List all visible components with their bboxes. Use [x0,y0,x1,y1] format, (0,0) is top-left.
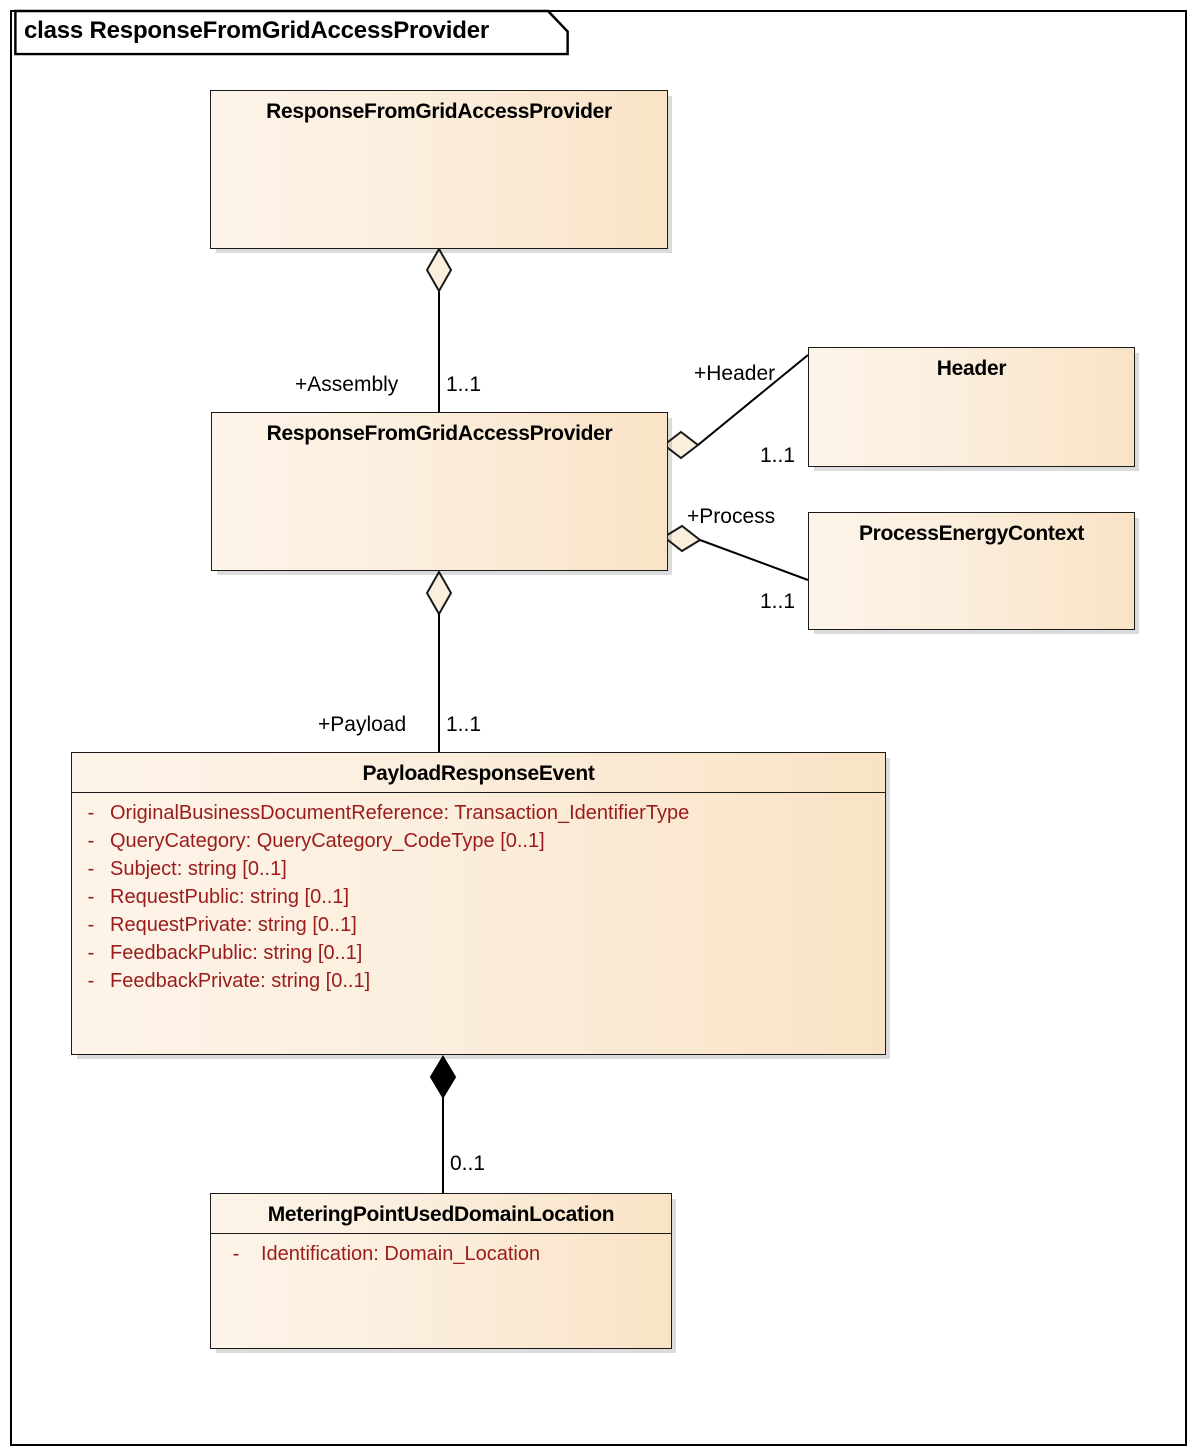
attribute-text: RequestPublic: string [0..1] [110,886,350,908]
class-compartment-divider-metering [211,1233,671,1234]
attribute-row: - OriginalBusinessDocumentReference: Tra… [72,799,885,827]
payload-multiplicity-label: 1..1 [446,713,482,736]
attribute-text: Identification: Domain_Location [261,1243,541,1265]
attribute-text: RequestPrivate: string [0..1] [110,914,357,936]
attribute-row: - Identification: Domain_Location [211,1240,671,1268]
attribute-text: Subject: string [0..1] [110,858,287,880]
class-box-header[interactable]: Header [808,347,1135,467]
class-name-process: ProcessEnergyContext [858,522,1085,545]
class-box-metering[interactable]: MeteringPointUsedDomainLocation - Identi… [210,1193,672,1349]
attribute-visibility: - [87,914,95,936]
attribute-text: OriginalBusinessDocumentReference: Trans… [110,802,690,824]
attribute-row: - FeedbackPublic: string [0..1] [72,939,885,967]
class-compartment-divider-payload [72,792,885,793]
attribute-visibility: - [87,970,95,992]
class-box-root[interactable]: ResponseFromGridAccessProvider [210,90,668,249]
attribute-row: - FeedbackPrivate: string [0..1] [72,967,885,995]
class-box-process[interactable]: ProcessEnergyContext [808,512,1135,630]
header-role-label: +Header [694,362,776,385]
process-multiplicity-label: 1..1 [760,590,796,613]
attribute-visibility: - [87,886,95,908]
attribute-list-payload: - OriginalBusinessDocumentReference: Tra… [72,793,885,995]
class-name-metering: MeteringPointUsedDomainLocation [267,1203,615,1226]
class-name-assembly: ResponseFromGridAccessProvider [266,422,613,445]
class-name-payload: PayloadResponseEvent [362,762,595,785]
class-name-header: Header [936,357,1007,380]
metering-multiplicity-label: 0..1 [450,1152,486,1175]
payload-role-label: +Payload [318,713,407,736]
frame-title-label: class ResponseFromGridAccessProvider [24,17,490,44]
process-role-label: +Process [687,505,776,528]
attribute-row: - Subject: string [0..1] [72,855,885,883]
class-box-payload[interactable]: PayloadResponseEvent - OriginalBusinessD… [71,752,886,1055]
assembly-multiplicity-label: 1..1 [446,373,482,396]
attribute-text: FeedbackPrivate: string [0..1] [110,970,371,992]
attribute-row: - QueryCategory: QueryCategory_CodeType … [72,827,885,855]
frame-name-tab: class ResponseFromGridAccessProvider [10,9,576,58]
attribute-visibility: - [87,942,95,964]
class-box-assembly[interactable]: ResponseFromGridAccessProvider [211,412,668,571]
attribute-row: - RequestPublic: string [0..1] [72,883,885,911]
attribute-visibility: - [232,1243,240,1265]
attribute-text: FeedbackPublic: string [0..1] [110,942,363,964]
class-name-root: ResponseFromGridAccessProvider [266,100,612,123]
attribute-text: QueryCategory: QueryCategory_CodeType [0… [110,830,545,852]
attribute-visibility: - [87,830,95,852]
attribute-visibility: - [87,858,95,880]
diagram-frame [10,10,1187,1446]
attribute-visibility: - [87,802,95,824]
assembly-role-label: +Assembly [295,373,399,396]
header-multiplicity-label: 1..1 [760,444,796,467]
attribute-row: - RequestPrivate: string [0..1] [72,911,885,939]
frame-tab-shape [14,9,569,56]
attribute-list-metering: - Identification: Domain_Location [211,1234,671,1268]
